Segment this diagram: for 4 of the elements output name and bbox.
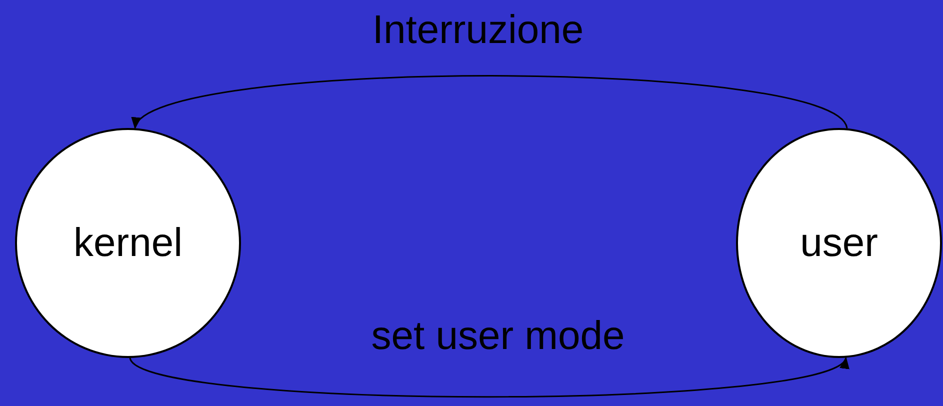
state-label: kernel bbox=[74, 223, 182, 263]
state-label: user bbox=[800, 223, 878, 263]
curved-arrow bbox=[130, 357, 847, 398]
curved-arrow bbox=[134, 75, 848, 129]
